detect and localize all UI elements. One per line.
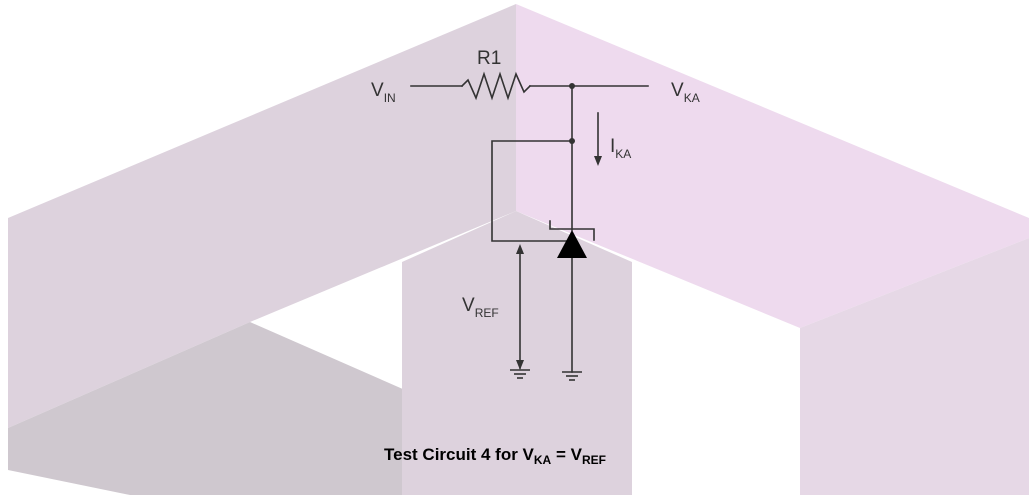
bg-left-leg-shade — [8, 322, 405, 495]
wire-ref-loop — [491, 140, 573, 242]
junction-dot-top — [569, 83, 575, 89]
ika-arrowhead — [594, 156, 602, 166]
label-vin: VIN — [371, 80, 396, 105]
ground-symbol-anode — [562, 371, 582, 381]
ground-symbol-vref — [510, 369, 530, 379]
bg-top-right-face — [516, 4, 1029, 328]
vref-arrowhead-up — [516, 244, 524, 254]
vref-arrowhead-down — [516, 360, 524, 370]
label-ika: IKA — [610, 136, 631, 161]
background-shape — [8, 4, 1029, 495]
bg-center-leg — [402, 211, 632, 495]
figure-caption: Test Circuit 4 for VKA = VREF — [384, 445, 606, 467]
regulator-triangle — [557, 230, 587, 258]
label-r1: R1 — [477, 48, 501, 69]
junction-dot-ref — [569, 138, 575, 144]
regulator-bar — [549, 220, 595, 241]
label-vka: VKA — [671, 80, 700, 105]
label-vref: VREF — [462, 295, 499, 320]
bg-top-left-face — [8, 4, 516, 428]
resistor-r1 — [460, 71, 532, 101]
bg-right-leg — [800, 238, 1029, 495]
